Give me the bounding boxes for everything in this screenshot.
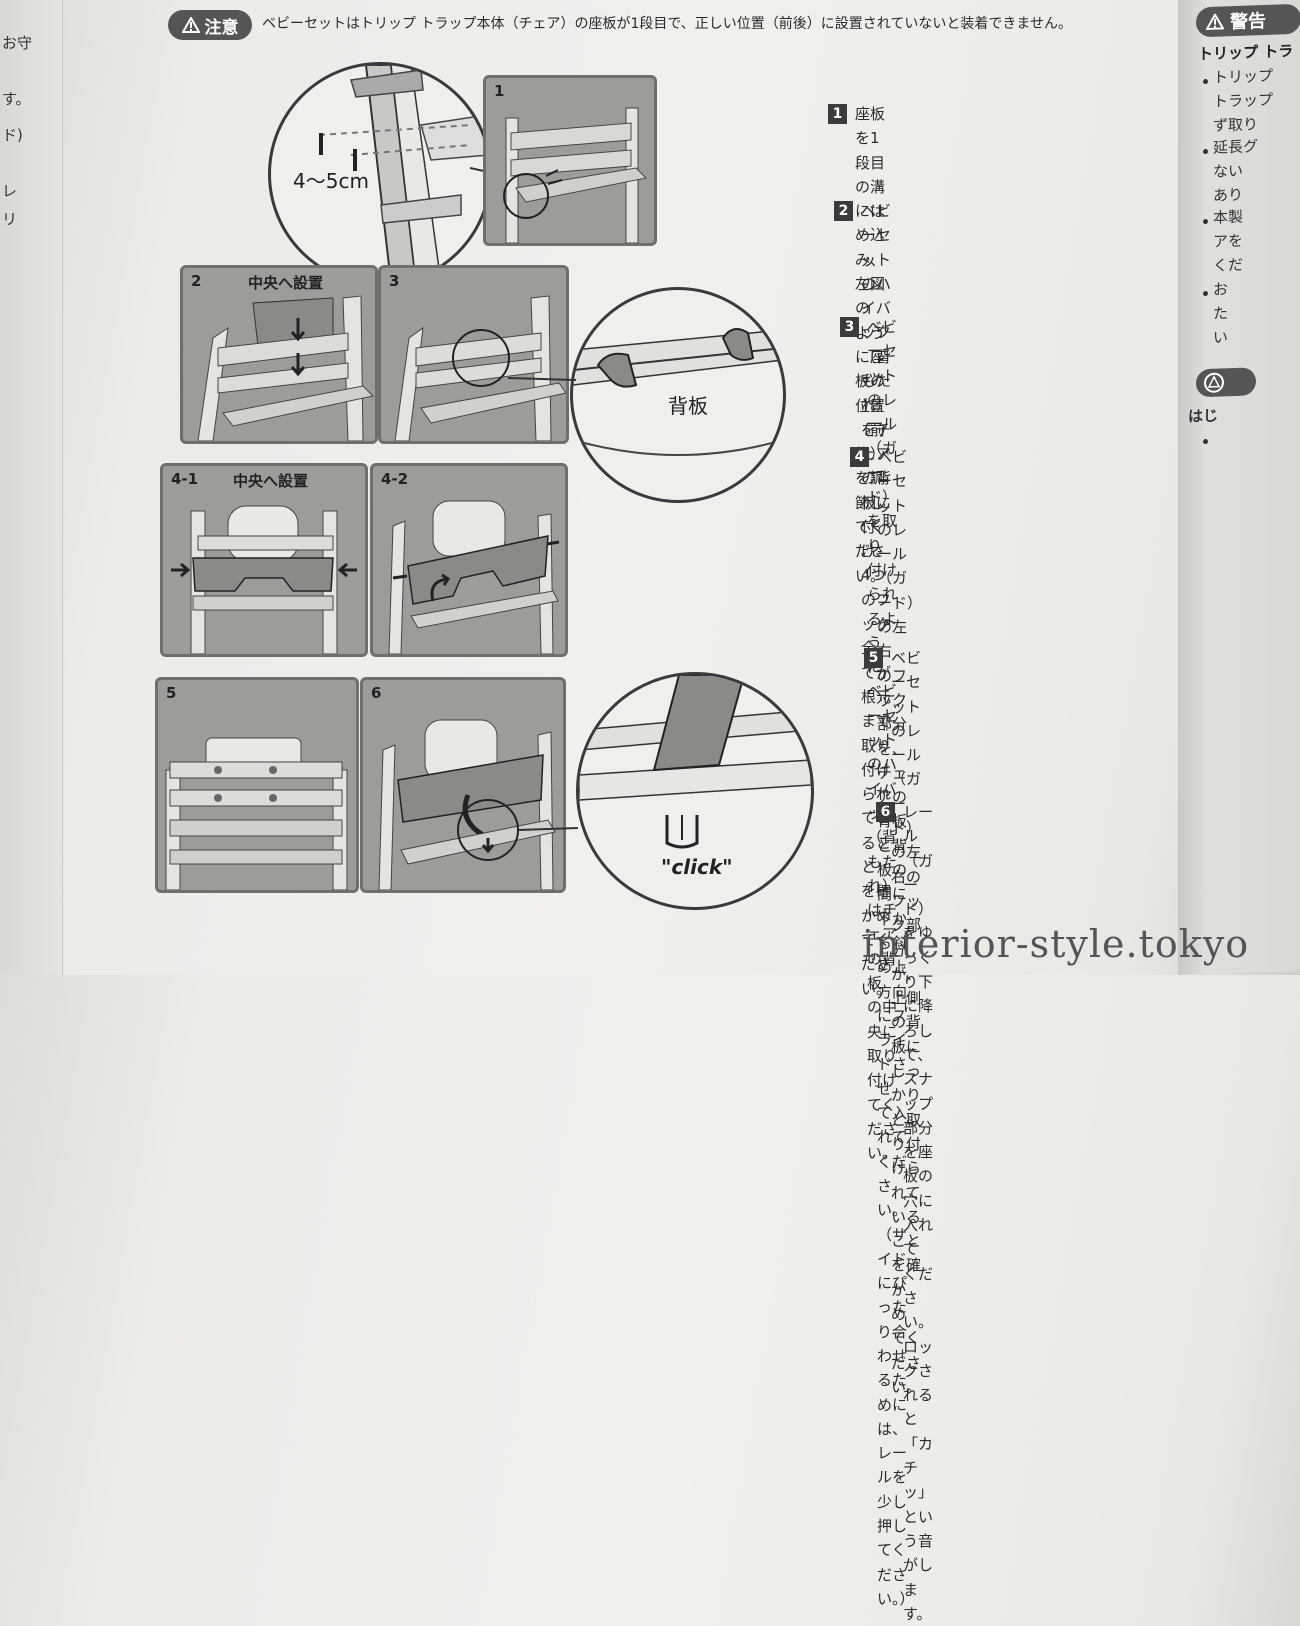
chair-illustration bbox=[394, 295, 566, 441]
snap-illustration bbox=[579, 675, 811, 849]
caution-badge bbox=[1196, 367, 1256, 398]
step-number-badge: 2 bbox=[834, 201, 853, 221]
left-page-edge: お守 す。 ド) レ リ bbox=[0, 0, 63, 975]
click-label: "click" bbox=[661, 855, 733, 879]
distance-label: 4〜5cm bbox=[293, 169, 369, 193]
warning-icon bbox=[1206, 13, 1224, 31]
callout-line bbox=[518, 827, 579, 831]
bullet bbox=[1203, 290, 1208, 297]
figure-panel-1: 1 bbox=[483, 75, 657, 246]
chair-illustration bbox=[503, 107, 648, 243]
warning-icon bbox=[1204, 372, 1224, 393]
right-page-line: お bbox=[1213, 280, 1229, 299]
panel-number: 5 bbox=[166, 684, 177, 702]
panel-number: 1 bbox=[494, 82, 505, 100]
panel-caption: 中央へ設置 bbox=[233, 472, 309, 490]
chair-illustration bbox=[388, 500, 560, 654]
magnifier-seat-position: 4〜5cm bbox=[268, 62, 492, 286]
panel-number: 4-2 bbox=[381, 470, 409, 488]
figure-panel-2: 2 中央へ設置 bbox=[180, 265, 378, 444]
right-page-line: トリップ bbox=[1213, 66, 1274, 87]
right-page-line: た bbox=[1213, 304, 1229, 323]
right-page-title: トリップ トラ bbox=[1198, 41, 1294, 64]
figure-panel-6: 6 bbox=[360, 677, 566, 893]
left-page-fragment: ド) bbox=[2, 126, 23, 144]
bullet bbox=[1203, 438, 1208, 445]
left-page-fragment: リ bbox=[2, 210, 18, 228]
warning-badge: 警告 bbox=[1196, 3, 1300, 38]
panel-caption: 中央へ設置 bbox=[248, 274, 324, 292]
right-page-line: 本製 bbox=[1213, 207, 1244, 227]
right-page-line: 延長グ bbox=[1213, 137, 1259, 157]
figure-panel-4-2: 4-2 bbox=[370, 463, 568, 657]
right-page-edge: 警告 トリップ トラ トリップ トラップ ず取り 延長グ ない あり 本製 アを… bbox=[1178, 0, 1300, 976]
panel-number: 3 bbox=[389, 272, 400, 290]
panel-number: 4-1 bbox=[171, 470, 199, 488]
bullet bbox=[1203, 78, 1208, 85]
step-number-badge: 4 bbox=[850, 447, 869, 467]
figure-panel-5: 5 bbox=[155, 677, 359, 893]
panel-number: 6 bbox=[371, 684, 382, 702]
bullet bbox=[1203, 148, 1208, 155]
step-number-badge: 5 bbox=[864, 648, 883, 668]
backrest-hook-illustration bbox=[573, 328, 783, 456]
right-page-line: ず取り bbox=[1213, 115, 1259, 135]
left-page-fragment: す。 bbox=[2, 90, 31, 108]
right-page-line: くだ bbox=[1213, 255, 1244, 275]
chair-illustration bbox=[378, 719, 556, 890]
backrest-label: 背板 bbox=[668, 394, 708, 418]
right-page-line: アを bbox=[1213, 231, 1244, 251]
seat-position-illustration bbox=[318, 65, 489, 283]
step-number-badge: 6 bbox=[876, 802, 895, 822]
left-page-fragment: お守 bbox=[2, 34, 33, 52]
caution-badge: 注意 bbox=[168, 10, 252, 40]
chair-illustration bbox=[171, 505, 357, 654]
step-text: 座板を1段目の溝にはめ込み、左図の ように座板の位置（前後）を調節してく ださい… bbox=[855, 105, 886, 585]
panel-number: 2 bbox=[191, 272, 202, 290]
magnifier-backrest: 背板 bbox=[570, 287, 786, 503]
magnifier-click-snap: "click" bbox=[576, 672, 814, 910]
caution-label: 注意 bbox=[204, 17, 239, 38]
warning-label: 警告 bbox=[1230, 10, 1266, 34]
warning-icon bbox=[181, 17, 200, 33]
figure-panel-3: 3 bbox=[378, 265, 569, 444]
figure-panel-4-1: 4-1 中央へ設置 bbox=[160, 463, 368, 657]
callout-line bbox=[508, 377, 577, 381]
right-page-line: い bbox=[1213, 328, 1229, 347]
right-page-line: はじ bbox=[1188, 406, 1219, 426]
step-number-badge: 1 bbox=[828, 104, 847, 124]
watermark: interior-style.tokyo bbox=[862, 922, 1250, 966]
right-page-line: トラップ bbox=[1213, 90, 1274, 111]
left-page-fragment: レ bbox=[2, 182, 18, 200]
chair-illustration bbox=[197, 295, 375, 441]
caution-text: ベビーセットはトリップ トラップ本体（チェア）の座板が1段目で、正しい位置（前後… bbox=[262, 16, 1072, 32]
bullet bbox=[1203, 218, 1208, 225]
step-number-badge: 3 bbox=[840, 317, 859, 337]
right-page-line: あり bbox=[1213, 185, 1244, 205]
right-page-line: ない bbox=[1213, 161, 1244, 181]
chair-illustration bbox=[165, 737, 348, 890]
